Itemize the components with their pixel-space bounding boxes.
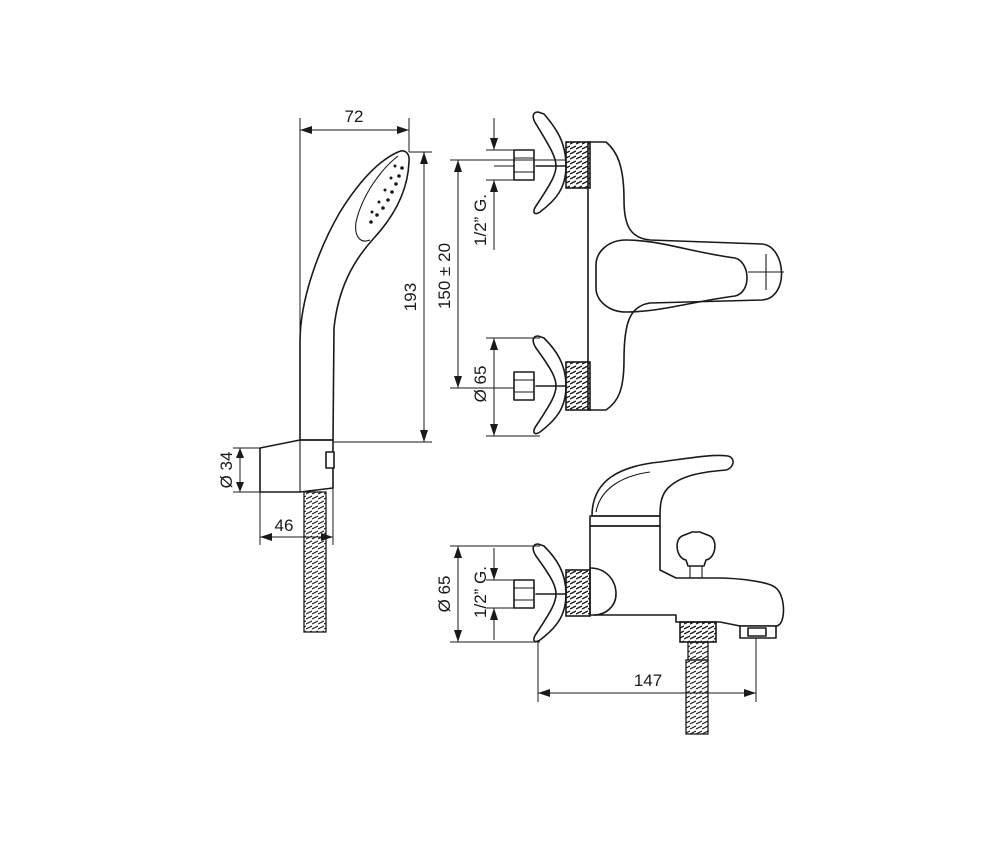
dim-shower-width: 72 xyxy=(299,107,410,340)
connector-front xyxy=(513,579,535,609)
mixer-lever-top xyxy=(595,239,748,313)
dim-label-d65-top: Ø 65 xyxy=(471,366,490,403)
dim-label-46: 46 xyxy=(275,516,294,535)
hand-shower-view xyxy=(259,150,410,633)
dim-center-distance: 150 ± 20 xyxy=(435,159,566,389)
dim-rosette-top: Ø 65 xyxy=(471,337,540,437)
mixer-lever-front xyxy=(591,454,734,517)
holder-clip xyxy=(325,451,335,469)
connector-lower xyxy=(513,371,535,401)
shower-face-line xyxy=(355,155,399,242)
mixer-top-body xyxy=(587,141,783,411)
connector-upper xyxy=(513,149,535,181)
rosette-front xyxy=(532,543,567,643)
hex-nut-upper xyxy=(565,141,591,189)
dim-thread-front: 1/2” G. xyxy=(471,548,514,640)
dim-label-150: 150 ± 20 xyxy=(435,243,454,309)
hex-nut-lower xyxy=(565,361,591,411)
dim-label-thread-front: 1/2” G. xyxy=(471,566,490,618)
rosette-lower xyxy=(532,335,567,435)
dim-label-193: 193 xyxy=(401,283,420,311)
dim-label-72: 72 xyxy=(345,107,364,126)
hose-connector xyxy=(679,621,717,643)
mixer-top-view xyxy=(494,111,784,435)
dim-label-d65-front: Ø 65 xyxy=(435,576,454,613)
dim-holder-diameter: Ø 34 xyxy=(217,447,262,493)
dim-thread-top: 1/2” G. xyxy=(471,118,514,250)
dim-label-147: 147 xyxy=(634,671,662,690)
dim-rosette-front: Ø 65 xyxy=(435,545,540,643)
shower-hose xyxy=(303,491,327,633)
mixer-front-body xyxy=(589,525,785,627)
dim-holder-depth: 46 xyxy=(259,488,334,545)
rosette-upper xyxy=(532,111,567,215)
dim-label-thread-top: 1/2” G. xyxy=(471,194,490,246)
dim-label-d34: Ø 34 xyxy=(217,452,236,489)
cartridge-cap xyxy=(589,515,661,527)
spray-nozzles xyxy=(369,164,404,224)
dim-shower-height: 193 xyxy=(333,151,432,443)
shower-handle-outline xyxy=(299,150,410,441)
mixer-front-view xyxy=(513,454,785,735)
mixer-hose xyxy=(685,659,709,735)
diverter-knob xyxy=(676,531,716,567)
hex-nut-front xyxy=(565,569,591,617)
wall-holder xyxy=(259,439,334,493)
dim-spout-projection: 147 xyxy=(537,638,757,702)
side-ring xyxy=(589,567,617,616)
